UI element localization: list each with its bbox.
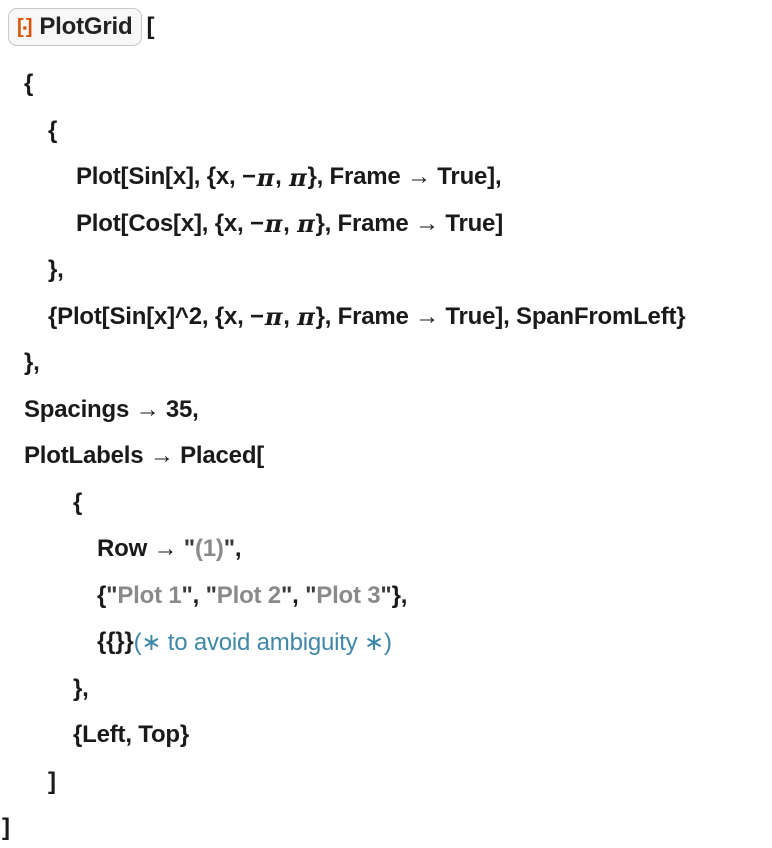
code-line: },: [0, 666, 772, 713]
code-line: PlotLabels → Placed[: [0, 433, 772, 480]
code-text: {: [73, 488, 83, 516]
code-line: {Plot[Sin[x]^2, {x, −π, π}, Frame → True…: [0, 294, 772, 341]
code-line: Plot[Sin[x], {x, −π, π}, Frame → True],: [0, 154, 772, 201]
code-line: {: [0, 108, 772, 155]
code-line: {Left, Top}: [0, 712, 772, 759]
code-line: Spacings → 35,: [0, 387, 772, 434]
code-text: },: [24, 349, 40, 377]
code-line: ]: [0, 759, 772, 806]
resource-function-icon: [▪]: [17, 16, 33, 38]
code-text: [: [146, 13, 155, 40]
icon-bracket: ]: [25, 16, 33, 38]
string-literal: (1): [194, 535, 224, 563]
pi-symbol: π: [297, 209, 315, 239]
code-line: [▪]PlotGrid[: [0, 4, 772, 50]
code-text: }, Frame → True]: [315, 209, 503, 237]
code-text: {Left, Top}: [73, 721, 190, 749]
code-text: {: [24, 70, 34, 98]
code-line: {: [0, 480, 772, 527]
code-text: ,: [283, 209, 297, 237]
code-text: Spacings → 35,: [24, 395, 199, 423]
code-text: }, Frame → True],: [307, 163, 502, 191]
code-text: Row →: [97, 535, 184, 563]
string-quote: ": [380, 581, 392, 609]
code-text: PlotLabels → Placed[: [24, 442, 265, 470]
code-text: },: [391, 581, 408, 609]
code-line: Plot[Cos[x], {x, −π, π}, Frame → True]: [0, 201, 772, 248]
code-text: ,: [234, 535, 242, 563]
string-quote: ": [183, 535, 195, 563]
code-text: Plot[Cos[x], {x, −: [76, 209, 264, 237]
string-quote: ": [223, 535, 235, 563]
pi-symbol: π: [264, 302, 283, 332]
resource-function-badge[interactable]: [▪] PlotGrid: [8, 8, 143, 46]
code-text: Plot[Sin[x], {x, −: [76, 163, 256, 191]
string-quote: ": [181, 581, 193, 609]
code-text: ]: [2, 814, 10, 842]
code-text: ,: [192, 581, 206, 609]
icon-square: ▪: [22, 19, 27, 35]
string-quote: ": [305, 581, 317, 609]
code-line: ]: [0, 805, 772, 848]
code-line: },: [0, 247, 772, 294]
pi-symbol: π: [289, 162, 307, 192]
icon-bracket: [: [17, 16, 24, 38]
code-text: },: [48, 256, 64, 284]
string-literal: Plot 1: [117, 581, 182, 609]
code-text: {Plot[Sin[x]^2, {x, −: [48, 302, 264, 330]
pi-symbol: π: [297, 302, 315, 332]
code-text: },: [73, 674, 89, 702]
pi-symbol: π: [264, 209, 283, 239]
resource-function-label: PlotGrid: [39, 13, 133, 40]
string-quote: ": [280, 581, 293, 609]
code-line: },: [0, 340, 772, 387]
string-literal: Plot 2: [216, 581, 281, 609]
code-text: {{}}: [97, 628, 134, 656]
code-text: {: [48, 116, 58, 144]
code-text: ,: [283, 302, 297, 330]
code-line: {{}}(∗ to avoid ambiguity ∗): [0, 619, 772, 666]
code-text: ,: [292, 581, 306, 609]
code-text: {: [97, 581, 107, 609]
string-literal: Plot 3: [316, 581, 381, 609]
code-text: ,: [275, 163, 289, 191]
string-quote: ": [205, 581, 217, 609]
code-line: Row → "(1)",: [0, 526, 772, 573]
code-line: {: [0, 61, 772, 108]
pi-symbol: π: [256, 162, 275, 192]
comment-text: (∗ to avoid ambiguity ∗): [133, 628, 392, 656]
string-quote: ": [106, 581, 118, 609]
code-text: ]: [48, 767, 56, 795]
code-text: }, Frame → True], SpanFromLeft}: [315, 302, 686, 330]
code-line: {"Plot 1", "Plot 2", "Plot 3"},: [0, 573, 772, 620]
